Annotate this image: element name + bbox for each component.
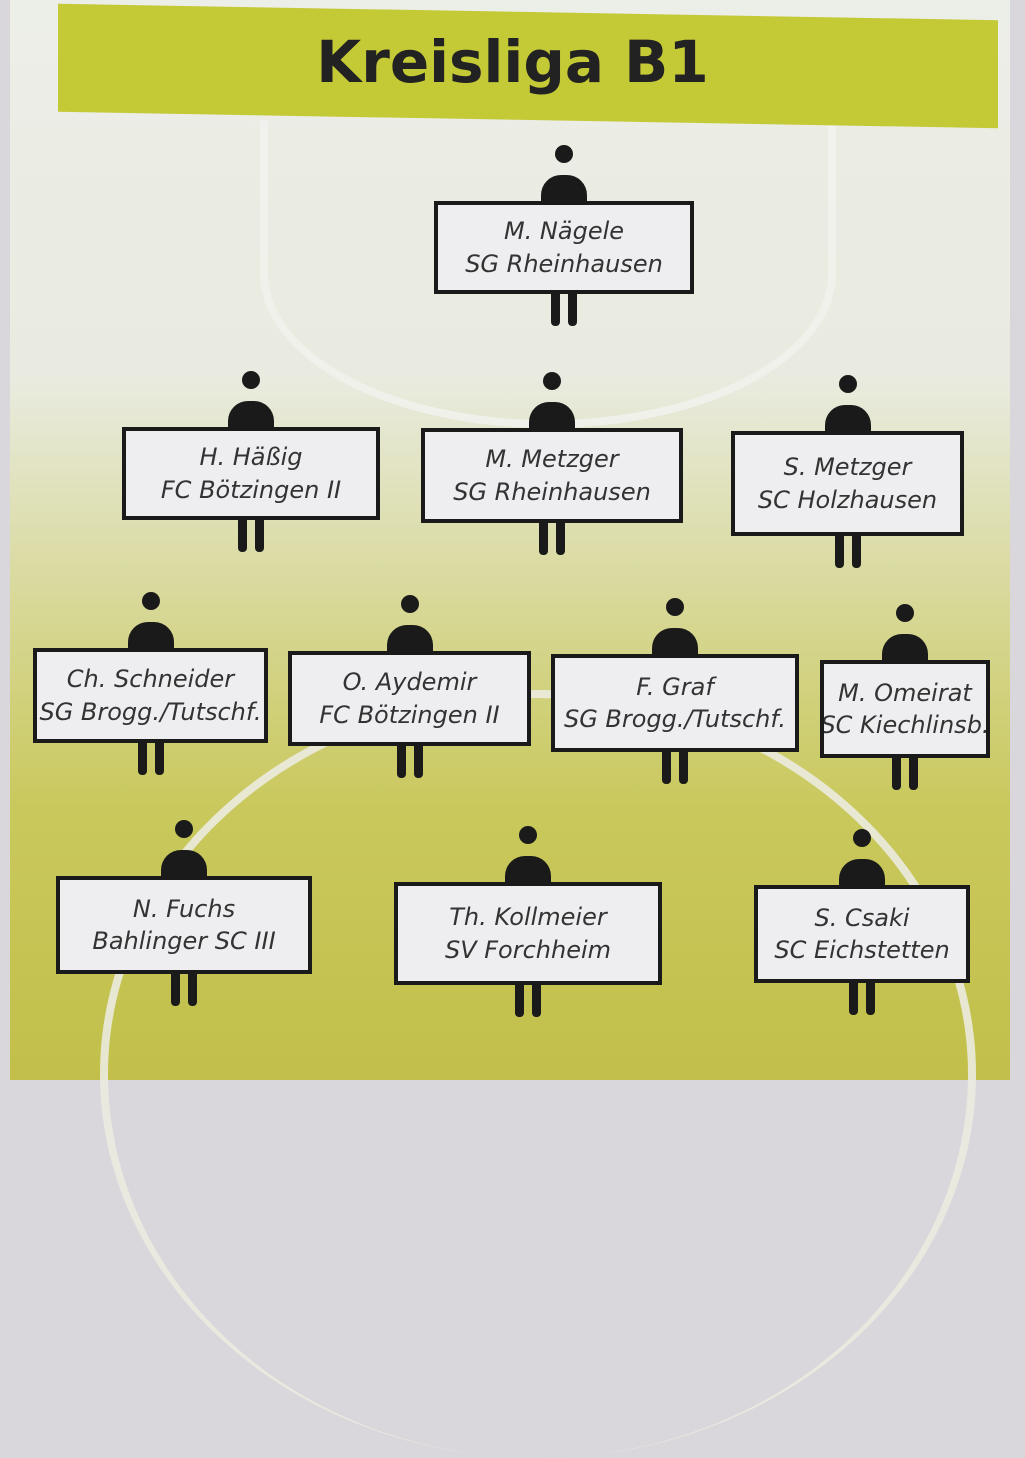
player-card: S. Metzger SC Holzhausen <box>731 375 964 568</box>
name-sign: O. Aydemir FC Bötzingen II <box>288 651 531 746</box>
player-club: FC Bötzingen II <box>160 475 342 504</box>
player-card: M. Omeirat SC Kiechlinsb. <box>820 604 990 790</box>
player-name: N. Fuchs <box>132 894 236 923</box>
player-club: SG Rheinhausen <box>465 249 663 278</box>
player-torso-icon <box>541 175 587 201</box>
player-torso-icon <box>505 856 551 882</box>
player-name: M. Nägele <box>503 217 625 246</box>
player-torso-icon <box>386 625 433 651</box>
player-head-icon <box>400 595 419 613</box>
player-legs-icon <box>662 752 688 784</box>
player-card: S. Csaki SC Eichstetten <box>754 829 970 1015</box>
player-name: Th. Kollmeier <box>449 903 607 932</box>
name-sign: H. Häßig FC Bötzingen II <box>122 427 380 520</box>
player-club: SC Holzhausen <box>757 485 938 514</box>
player-card: M. Metzger SG Rheinhausen <box>421 372 683 555</box>
player-legs-icon <box>515 985 541 1017</box>
player-legs-icon <box>137 743 164 775</box>
player-name: M. Metzger <box>485 445 619 474</box>
name-sign: F. Graf SG Brogg./Tutschf. <box>551 654 799 752</box>
player-club: SG Brogg./Tutschf. <box>39 697 262 726</box>
player-name: H. Häßig <box>199 443 303 472</box>
player-legs-icon <box>539 523 565 555</box>
player-name: S. Csaki <box>814 903 910 932</box>
player-club: SC Eichstetten <box>774 936 950 964</box>
player-head-icon <box>519 826 537 844</box>
player-legs-icon <box>834 536 861 568</box>
player-legs-icon <box>238 520 264 552</box>
player-club: SG Brogg./Tutschf. <box>563 705 787 733</box>
player-head-icon <box>543 372 561 390</box>
player-legs-icon <box>849 983 875 1015</box>
player-torso-icon <box>882 634 928 660</box>
player-head-icon <box>141 592 160 610</box>
player-torso-icon <box>228 401 274 427</box>
player-torso-icon <box>839 859 885 885</box>
page-title: Kreisliga B1 <box>316 28 709 96</box>
player-club: SV Forchheim <box>444 935 612 964</box>
name-sign: M. Nägele SG Rheinhausen <box>434 201 694 294</box>
player-legs-icon <box>892 758 918 790</box>
name-sign: S. Metzger SC Holzhausen <box>731 431 964 536</box>
player-name: S. Metzger <box>783 453 912 482</box>
player-card: H. Häßig FC Bötzingen II <box>122 371 380 552</box>
player-head-icon <box>896 604 914 622</box>
player-club: FC Bötzingen II <box>319 700 500 729</box>
name-sign: M. Omeirat SC Kiechlinsb. <box>820 660 990 758</box>
player-torso-icon <box>529 402 575 428</box>
player-legs-icon <box>171 974 197 1006</box>
player-head-icon <box>838 375 857 393</box>
player-card: F. Graf SG Brogg./Tutschf. <box>551 598 799 784</box>
player-card: Ch. Schneider SG Brogg./Tutschf. <box>33 592 268 775</box>
player-name: F. Graf <box>636 672 714 701</box>
player-legs-icon <box>551 294 577 326</box>
name-sign: S. Csaki SC Eichstetten <box>754 885 970 983</box>
player-head-icon <box>555 145 573 163</box>
player-club: Bahlinger SC III <box>92 927 276 955</box>
player-torso-icon <box>127 622 174 648</box>
name-sign: Ch. Schneider SG Brogg./Tutschf. <box>33 648 268 743</box>
player-head-icon <box>666 598 684 616</box>
player-torso-icon <box>824 405 871 431</box>
player-card: M. Nägele SG Rheinhausen <box>434 145 694 326</box>
player-head-icon <box>175 820 193 838</box>
player-name: M. Omeirat <box>838 678 972 707</box>
player-name: Ch. Schneider <box>66 665 235 694</box>
player-club: SC Kiechlinsb. <box>820 711 990 739</box>
player-card: Th. Kollmeier SV Forchheim <box>394 826 662 1017</box>
player-name: O. Aydemir <box>342 668 477 697</box>
name-sign: M. Metzger SG Rheinhausen <box>421 428 683 523</box>
name-sign: Th. Kollmeier SV Forchheim <box>394 882 662 985</box>
player-head-icon <box>853 829 871 847</box>
player-torso-icon <box>652 628 698 654</box>
pitch-penalty-arc <box>100 690 976 1458</box>
player-club: SG Rheinhausen <box>453 477 651 506</box>
player-legs-icon <box>396 746 423 778</box>
player-card: O. Aydemir FC Bötzingen II <box>288 595 531 778</box>
player-torso-icon <box>161 850 207 876</box>
player-head-icon <box>242 371 260 389</box>
